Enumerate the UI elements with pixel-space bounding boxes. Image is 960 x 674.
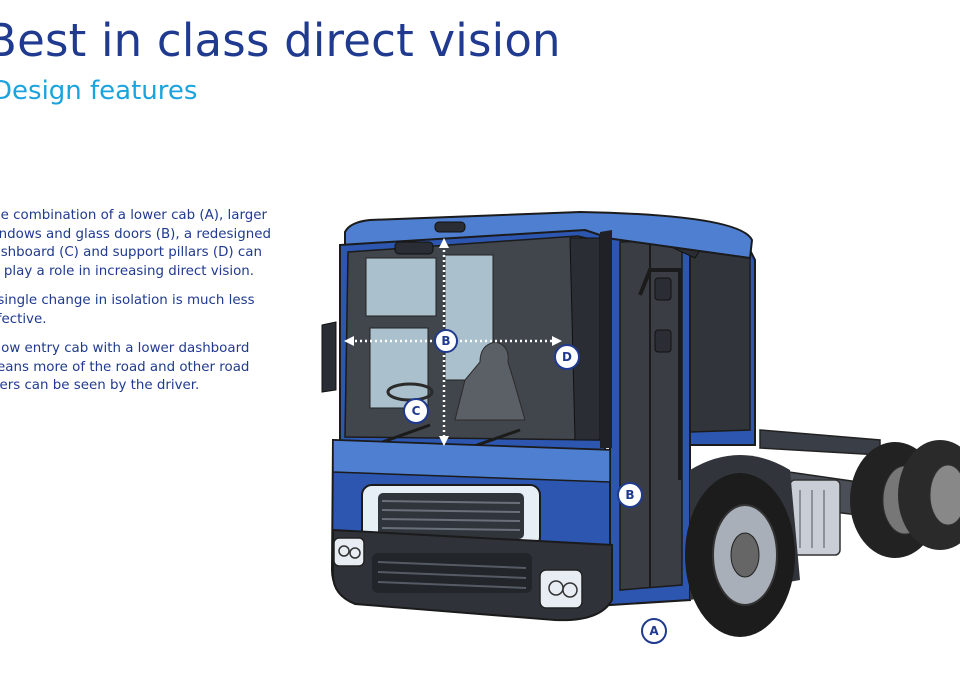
- front-wheel: [685, 455, 800, 637]
- paragraph-isolation: A single change in isolation is much les…: [0, 293, 255, 327]
- body-text: The combination of a lower cab (A), larg…: [0, 207, 274, 407]
- marker-c: C: [403, 398, 429, 424]
- svg-text:B: B: [625, 488, 634, 502]
- marker-d: D: [554, 344, 580, 370]
- rear-wheels: [850, 440, 960, 558]
- page-title: Best in class direct vision: [0, 14, 561, 67]
- truck-illustration: B D C B A: [321, 210, 960, 644]
- svg-text:D: D: [562, 350, 572, 364]
- svg-text:B: B: [441, 334, 450, 348]
- arrow-heads: [344, 238, 562, 446]
- svg-text:C: C: [412, 404, 421, 418]
- headlight-right: [539, 569, 583, 609]
- marker-b-window: B: [434, 329, 458, 353]
- svg-text:A: A: [649, 624, 659, 638]
- vision-arrows: [350, 245, 555, 440]
- page-subtitle: Design features: [0, 76, 198, 106]
- marker-a: A: [641, 618, 667, 644]
- paragraph-low-entry: A low entry cab with a lower dashboard m…: [0, 341, 250, 393]
- marker-b-door: B: [617, 482, 643, 508]
- paragraph-features: The combination of a lower cab (A), larg…: [0, 208, 271, 279]
